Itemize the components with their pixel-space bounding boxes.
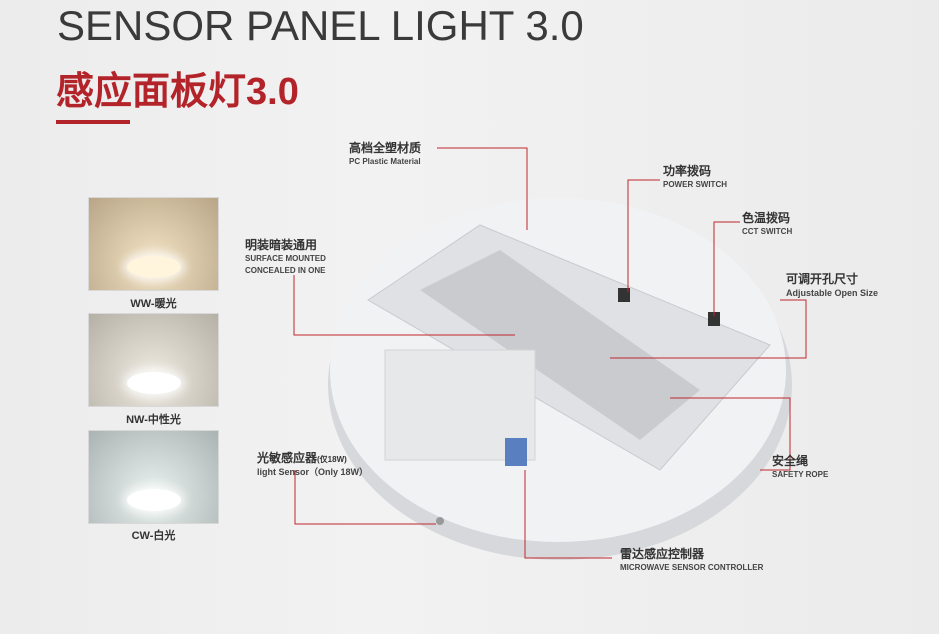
callout-safety-rope: 安全绳 SAFETY ROPE xyxy=(772,452,828,481)
callout-power: 功率拨码 POWER SWITCH xyxy=(663,162,727,191)
callout-en: Adjustable Open Size xyxy=(786,288,879,298)
callout-en: light Sensor（Only 18W） xyxy=(257,467,369,477)
swatch-neutral-label: NW-中性光 xyxy=(126,414,181,426)
title-chinese: 感应面板灯3.0 xyxy=(56,71,299,113)
callout-en: SAFETY ROPE xyxy=(772,470,829,479)
callout-cct: 色温拨码 CCT SWITCH xyxy=(742,209,792,238)
leader-lines xyxy=(293,147,807,559)
callout-en: SURFACE MOUNTED xyxy=(245,254,326,263)
callout-cn: 安全绳 xyxy=(772,454,809,468)
callout-cn: 光敏感应器 xyxy=(257,451,318,465)
callout-cn: 明装暗装通用 xyxy=(245,238,318,252)
swatch-warm-label: WW-暖光 xyxy=(130,298,177,310)
cct-switch xyxy=(708,312,720,326)
callout-en: CONCEALED IN ONE xyxy=(245,266,326,275)
callout-note: (仅18W) xyxy=(317,455,347,464)
swatch-cool-image xyxy=(88,430,219,524)
callout-en: PC Plastic Material xyxy=(349,157,421,166)
callout-cn: 雷达感应控制器 xyxy=(620,547,705,561)
callout-en: CCT SWITCH xyxy=(742,227,793,236)
light-sensor xyxy=(436,517,444,525)
callout-cn: 功率拨码 xyxy=(663,164,712,178)
callout-open-size: 可调开孔尺寸 Adjustable Open Size xyxy=(786,270,878,299)
callout-light-sensor: 光敏感应器(仅18W) light Sensor（Only 18W） xyxy=(257,449,368,478)
spring-clips xyxy=(420,250,700,440)
callout-mount: 明装暗装通用 SURFACE MOUNTED CONCEALED IN ONE xyxy=(245,236,326,277)
callout-en: POWER SWITCH xyxy=(663,180,727,189)
dip-switch xyxy=(505,438,527,466)
swatch-cool-label: CW-白光 xyxy=(131,530,176,542)
power-switch xyxy=(618,288,630,302)
swatch-warm-image xyxy=(88,197,219,291)
callout-cn: 色温拨码 xyxy=(742,211,791,225)
title-english: SENSOR PANEL LIGHT 3.0 xyxy=(57,2,584,49)
title-underline xyxy=(56,120,130,124)
callout-cn: 高档全塑材质 xyxy=(349,141,422,155)
callout-material: 高档全塑材质 PC Plastic Material xyxy=(349,139,421,168)
callout-cn: 可调开孔尺寸 xyxy=(786,272,859,286)
callout-en: MICROWAVE SENSOR CONTROLLER xyxy=(620,563,764,572)
swatch-neutral-image xyxy=(88,313,219,407)
callout-microwave: 雷达感应控制器 MICROWAVE SENSOR CONTROLLER xyxy=(620,545,763,574)
